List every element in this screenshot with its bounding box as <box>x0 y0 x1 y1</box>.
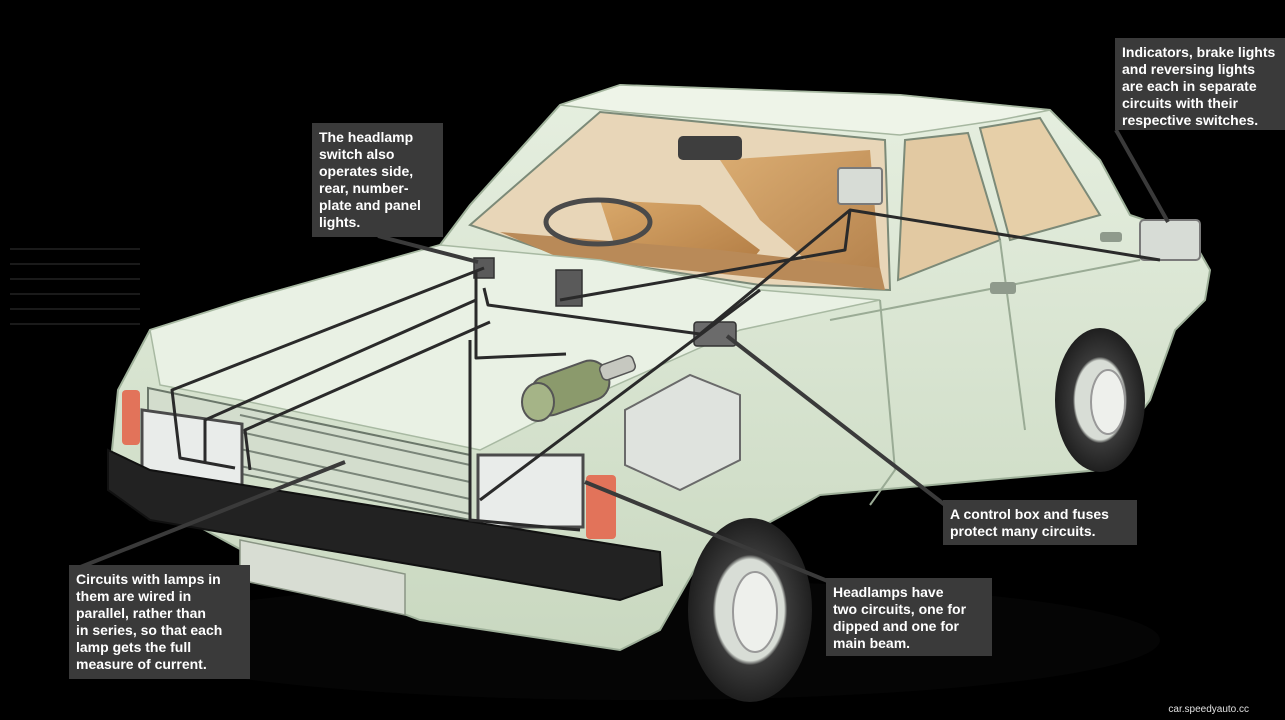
rear-hubcap <box>1090 369 1126 435</box>
bonnet <box>149 244 881 451</box>
front-hubcap <box>732 571 778 653</box>
leader-lines <box>77 129 1170 584</box>
callout-headlamps: Headlamps have two circuits, one for dip… <box>826 578 992 656</box>
callout-headlamp-switch: The headlamp switch also operates side, … <box>312 123 443 237</box>
left-indicator <box>122 390 140 445</box>
callout-indicators: Indicators, brake lights and reversing l… <box>1115 38 1285 130</box>
dash-lamp <box>837 167 883 205</box>
switch-unit <box>555 269 583 307</box>
door-handle-front <box>990 282 1016 294</box>
door-handle-rear <box>1100 232 1122 242</box>
rear-side-window <box>978 116 1102 242</box>
watermark: car.speedyauto.cc <box>1168 704 1249 715</box>
steering-wheel <box>543 197 653 247</box>
starter-motor <box>521 354 636 422</box>
rear-view-mirror <box>678 136 742 160</box>
front-bumper <box>107 448 664 602</box>
right-headlamp <box>476 453 585 529</box>
callout-parallel-circuits: Circuits with lamps in them are wired in… <box>69 565 250 679</box>
callout-control-box: A control box and fuses protect many cir… <box>943 500 1137 545</box>
battery <box>624 373 741 492</box>
wiring-harness <box>170 208 1161 532</box>
grille-slats <box>239 414 471 515</box>
rear-lamp <box>1139 219 1201 261</box>
door-panel-lines <box>829 239 1141 506</box>
roof <box>559 84 1051 136</box>
dashboard <box>500 232 885 290</box>
faded-text-remnant <box>10 248 140 338</box>
